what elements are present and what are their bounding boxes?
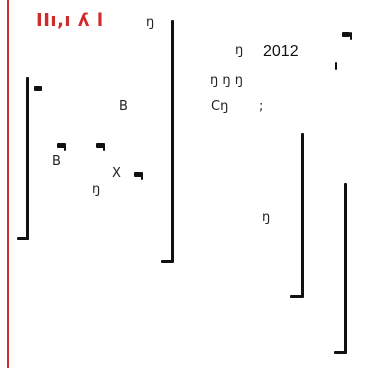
mark-1 <box>342 32 350 37</box>
glyph-semicolon: ; <box>259 99 264 114</box>
glyph-n-4: ŋ <box>92 182 101 197</box>
bar-foot-1 <box>161 260 173 263</box>
vertical-bar-2 <box>26 77 29 240</box>
year-label: 2012 <box>263 43 299 60</box>
tick-2 <box>64 143 66 151</box>
tick-1 <box>350 32 352 40</box>
glyph-n-group: ŋ ŋ ŋ <box>210 73 243 88</box>
bar-foot-3 <box>290 295 303 298</box>
vertical-bar-1 <box>171 20 174 263</box>
mark-3 <box>57 143 65 148</box>
glyph-n-5: ŋ <box>262 210 271 225</box>
mark-2 <box>34 86 42 91</box>
bar-foot-2 <box>17 237 29 240</box>
glyph-c-1: Cŋ <box>211 99 229 114</box>
tick-4 <box>141 172 143 180</box>
glyph-x-1: X <box>112 166 121 181</box>
page-title: IIı,ı ʎ l <box>36 10 104 31</box>
mark-4 <box>96 143 104 148</box>
glyph-n-3: ŋ <box>235 43 244 58</box>
bar-foot-4 <box>334 351 346 354</box>
glyph-b-1: B <box>119 99 128 114</box>
vertical-bar-4 <box>344 183 347 354</box>
vertical-bar-3 <box>301 133 304 298</box>
glyph-b-2: B <box>52 154 61 169</box>
glyph-n-2: ŋ <box>146 15 155 30</box>
mark-5 <box>134 172 142 177</box>
tick-3 <box>103 143 105 151</box>
left-red-rule <box>7 0 9 368</box>
tick-5 <box>335 62 337 70</box>
